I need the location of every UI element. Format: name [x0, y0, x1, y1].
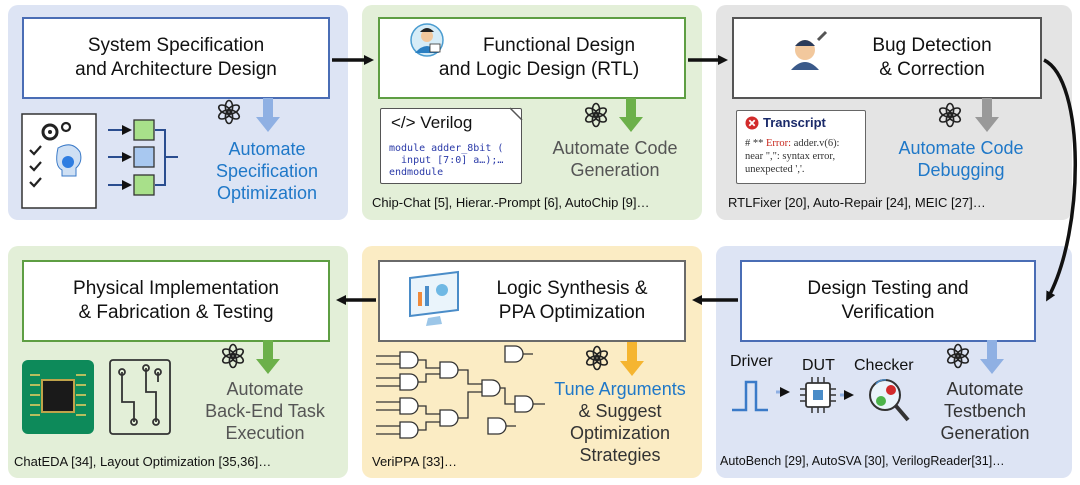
openai-logo-icon-phys	[220, 343, 246, 369]
flow-arrow-bug-to-verify	[1043, 58, 1077, 302]
transcript-line2: near ",": syntax error,	[745, 151, 836, 162]
phys-refs: ChatEDA [34], Layout Optimization [35,36…	[14, 454, 272, 469]
spec-block-1	[133, 119, 155, 141]
synth-automation-text: Tune Arguments & Suggest Optimization St…	[540, 378, 700, 466]
synth-auto-l3: Optimization	[569, 423, 671, 443]
spec-auto-l3: Optimization	[216, 183, 318, 203]
bug-automation-text: Automate Code Debugging	[876, 137, 1046, 181]
verify-auto-l1: Automate	[946, 379, 1024, 399]
transcript-prefix: # **	[745, 138, 766, 149]
openai-logo-icon-bug	[937, 102, 963, 128]
verilog-code-l2: input [7:0] a…);…	[389, 155, 504, 166]
mechanic-icon	[791, 30, 828, 70]
stage-rtl-line2: and Logic Design (RTL)	[438, 59, 640, 80]
phys-automation-text: Automate Back-End Task Execution	[180, 378, 350, 444]
down-arrow-bug	[975, 98, 999, 132]
openai-logo-icon-spec	[216, 99, 242, 125]
down-arrow-verify	[980, 340, 1004, 374]
down-arrow-spec	[256, 98, 280, 132]
openai-logo-icon-verify	[945, 343, 971, 369]
synth-refs: VeriPPA [33]…	[372, 454, 458, 469]
stage-bug-line2: & Correction	[879, 59, 985, 80]
engineer-icon	[410, 23, 444, 57]
stage-rtl-line1: Functional Design	[482, 35, 636, 56]
circuit-board-icon	[109, 359, 171, 435]
stage-synth-line2: PPA Optimization	[498, 302, 646, 323]
transcript-title: Transcript	[763, 115, 826, 130]
rtl-auto-l2: Generation	[570, 160, 660, 180]
stage-phys-title: Physical Implementation & Fabrication & T…	[22, 260, 330, 342]
chip-icon	[22, 360, 94, 434]
transcript-body: # ** Error: adder.v(6): near ",": syntax…	[745, 137, 857, 176]
verify-automation-text: Automate Testbench Generation	[910, 378, 1060, 444]
error-icon	[745, 116, 759, 130]
spec-mini-flow	[108, 125, 178, 190]
verify-auto-l3: Generation	[940, 423, 1030, 443]
verify-refs: AutoBench [29], AutoSVA [30], VerilogRea…	[720, 454, 1005, 468]
spec-block-2	[133, 146, 155, 168]
magnifier-icon	[869, 379, 910, 422]
ai-head-icon	[56, 144, 82, 177]
verilog-code-card: </> Verilog module adder_8bit ( input [7…	[380, 108, 522, 184]
stage-spec-title: System Specification and Architecture Des…	[22, 17, 330, 99]
stage-phys-line2: & Fabrication & Testing	[78, 302, 274, 323]
transcript-line1-rest: adder.v(6):	[791, 138, 840, 149]
synth-auto-l2: & Suggest	[578, 401, 662, 421]
transcript-error-word: Error:	[766, 138, 792, 149]
monitor-chart-icon	[409, 270, 459, 326]
stage-verify-line1: Design Testing and	[807, 278, 969, 299]
stage-rtl-title: Functional Design and Logic Design (RTL)	[378, 17, 686, 99]
checker-label: Checker	[854, 357, 914, 374]
transcript-line1: # ** Error: adder.v(6):	[745, 137, 857, 150]
verilog-code-l1: module adder_8bit (	[389, 143, 504, 154]
phys-auto-l2: Back-End Task	[205, 401, 325, 421]
dut-label: DUT	[802, 357, 835, 374]
down-arrow-synth	[620, 342, 644, 376]
stage-spec-line2: and Architecture Design	[75, 59, 277, 80]
synth-auto-l1: Tune Arguments	[554, 379, 686, 399]
stage-bug-line1: Bug Detection	[872, 35, 992, 56]
gears-icon	[41, 121, 72, 141]
stage-spec-line1: System Specification	[87, 35, 265, 56]
dut-chip-icon	[800, 377, 854, 413]
waveform-icon	[732, 380, 790, 412]
bug-auto-l1: Automate Code	[898, 138, 1024, 158]
stage-bug-title: Bug Detection & Correction	[732, 17, 1042, 99]
down-arrow-phys	[256, 340, 280, 374]
rtl-auto-l1: Automate Code	[552, 138, 678, 158]
stage-verify-line2: Verification	[841, 302, 935, 323]
verilog-title: </> Verilog	[391, 113, 473, 132]
rtl-refs: Chip-Chat [5], Hierar.-Prompt [6], AutoC…	[372, 195, 650, 210]
bug-auto-l2: Debugging	[917, 160, 1005, 180]
openai-logo-icon-synth	[584, 345, 610, 371]
openai-logo-icon-rtl	[583, 102, 609, 128]
logic-circuit	[376, 345, 545, 439]
stage-synth-line1: Logic Synthesis &	[496, 278, 648, 299]
driver-label: Driver	[730, 353, 773, 370]
verify-auto-l2: Testbench	[943, 401, 1027, 421]
spec-auto-l2: Specification	[215, 161, 319, 181]
spec-block-3	[133, 174, 155, 196]
transcript-line3: unexpected ','.	[745, 164, 805, 175]
spec-automation-text: Automate Specification Optimization	[192, 138, 342, 204]
bug-refs: RTLFixer [20], Auto-Repair [24], MEIC [2…	[728, 195, 986, 210]
phys-auto-l1: Automate	[226, 379, 304, 399]
verilog-corner	[509, 107, 523, 121]
spec-auto-l1: Automate	[228, 139, 306, 159]
stage-phys-line1: Physical Implementation	[73, 278, 279, 299]
rtl-automation-text: Automate Code Generation	[530, 137, 700, 181]
synth-auto-l4: Strategies	[579, 445, 661, 465]
transcript-card: Transcript # ** Error: adder.v(6): near …	[736, 110, 866, 184]
verilog-code: module adder_8bit ( input [7:0] a…);…end…	[389, 143, 503, 179]
verilog-code-l3: endmodule	[389, 167, 444, 178]
phys-auto-l3: Execution	[225, 423, 305, 443]
down-arrow-rtl	[619, 98, 643, 132]
